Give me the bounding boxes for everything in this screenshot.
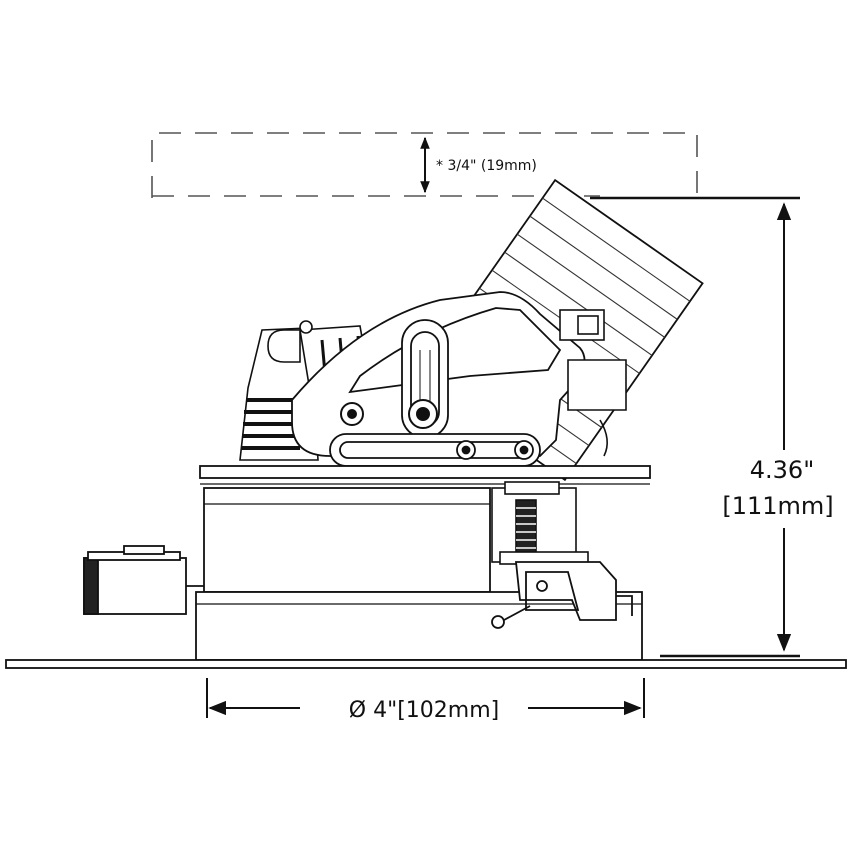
mounting-plate	[199, 465, 651, 485]
pivot-screws	[340, 399, 438, 429]
height-label-metric: [111mm]	[722, 492, 833, 520]
threaded-adjuster	[491, 481, 589, 565]
height-dimension	[590, 196, 800, 658]
gimbal-bracket	[291, 291, 586, 457]
spring-clip	[491, 561, 633, 629]
ceiling-trim	[5, 659, 847, 669]
spring-mechanism	[559, 309, 627, 457]
recessed-can	[195, 487, 643, 668]
height-label-imperial: 4.36"	[750, 456, 814, 484]
diameter-dimension	[206, 678, 645, 718]
junction-box	[83, 545, 204, 615]
clearance-label: * 3/4" (19mm)	[436, 158, 537, 174]
diameter-label: Ø 4"[102mm]	[349, 698, 499, 723]
adjustment-slot	[329, 433, 541, 467]
clearance-envelope	[151, 132, 698, 198]
